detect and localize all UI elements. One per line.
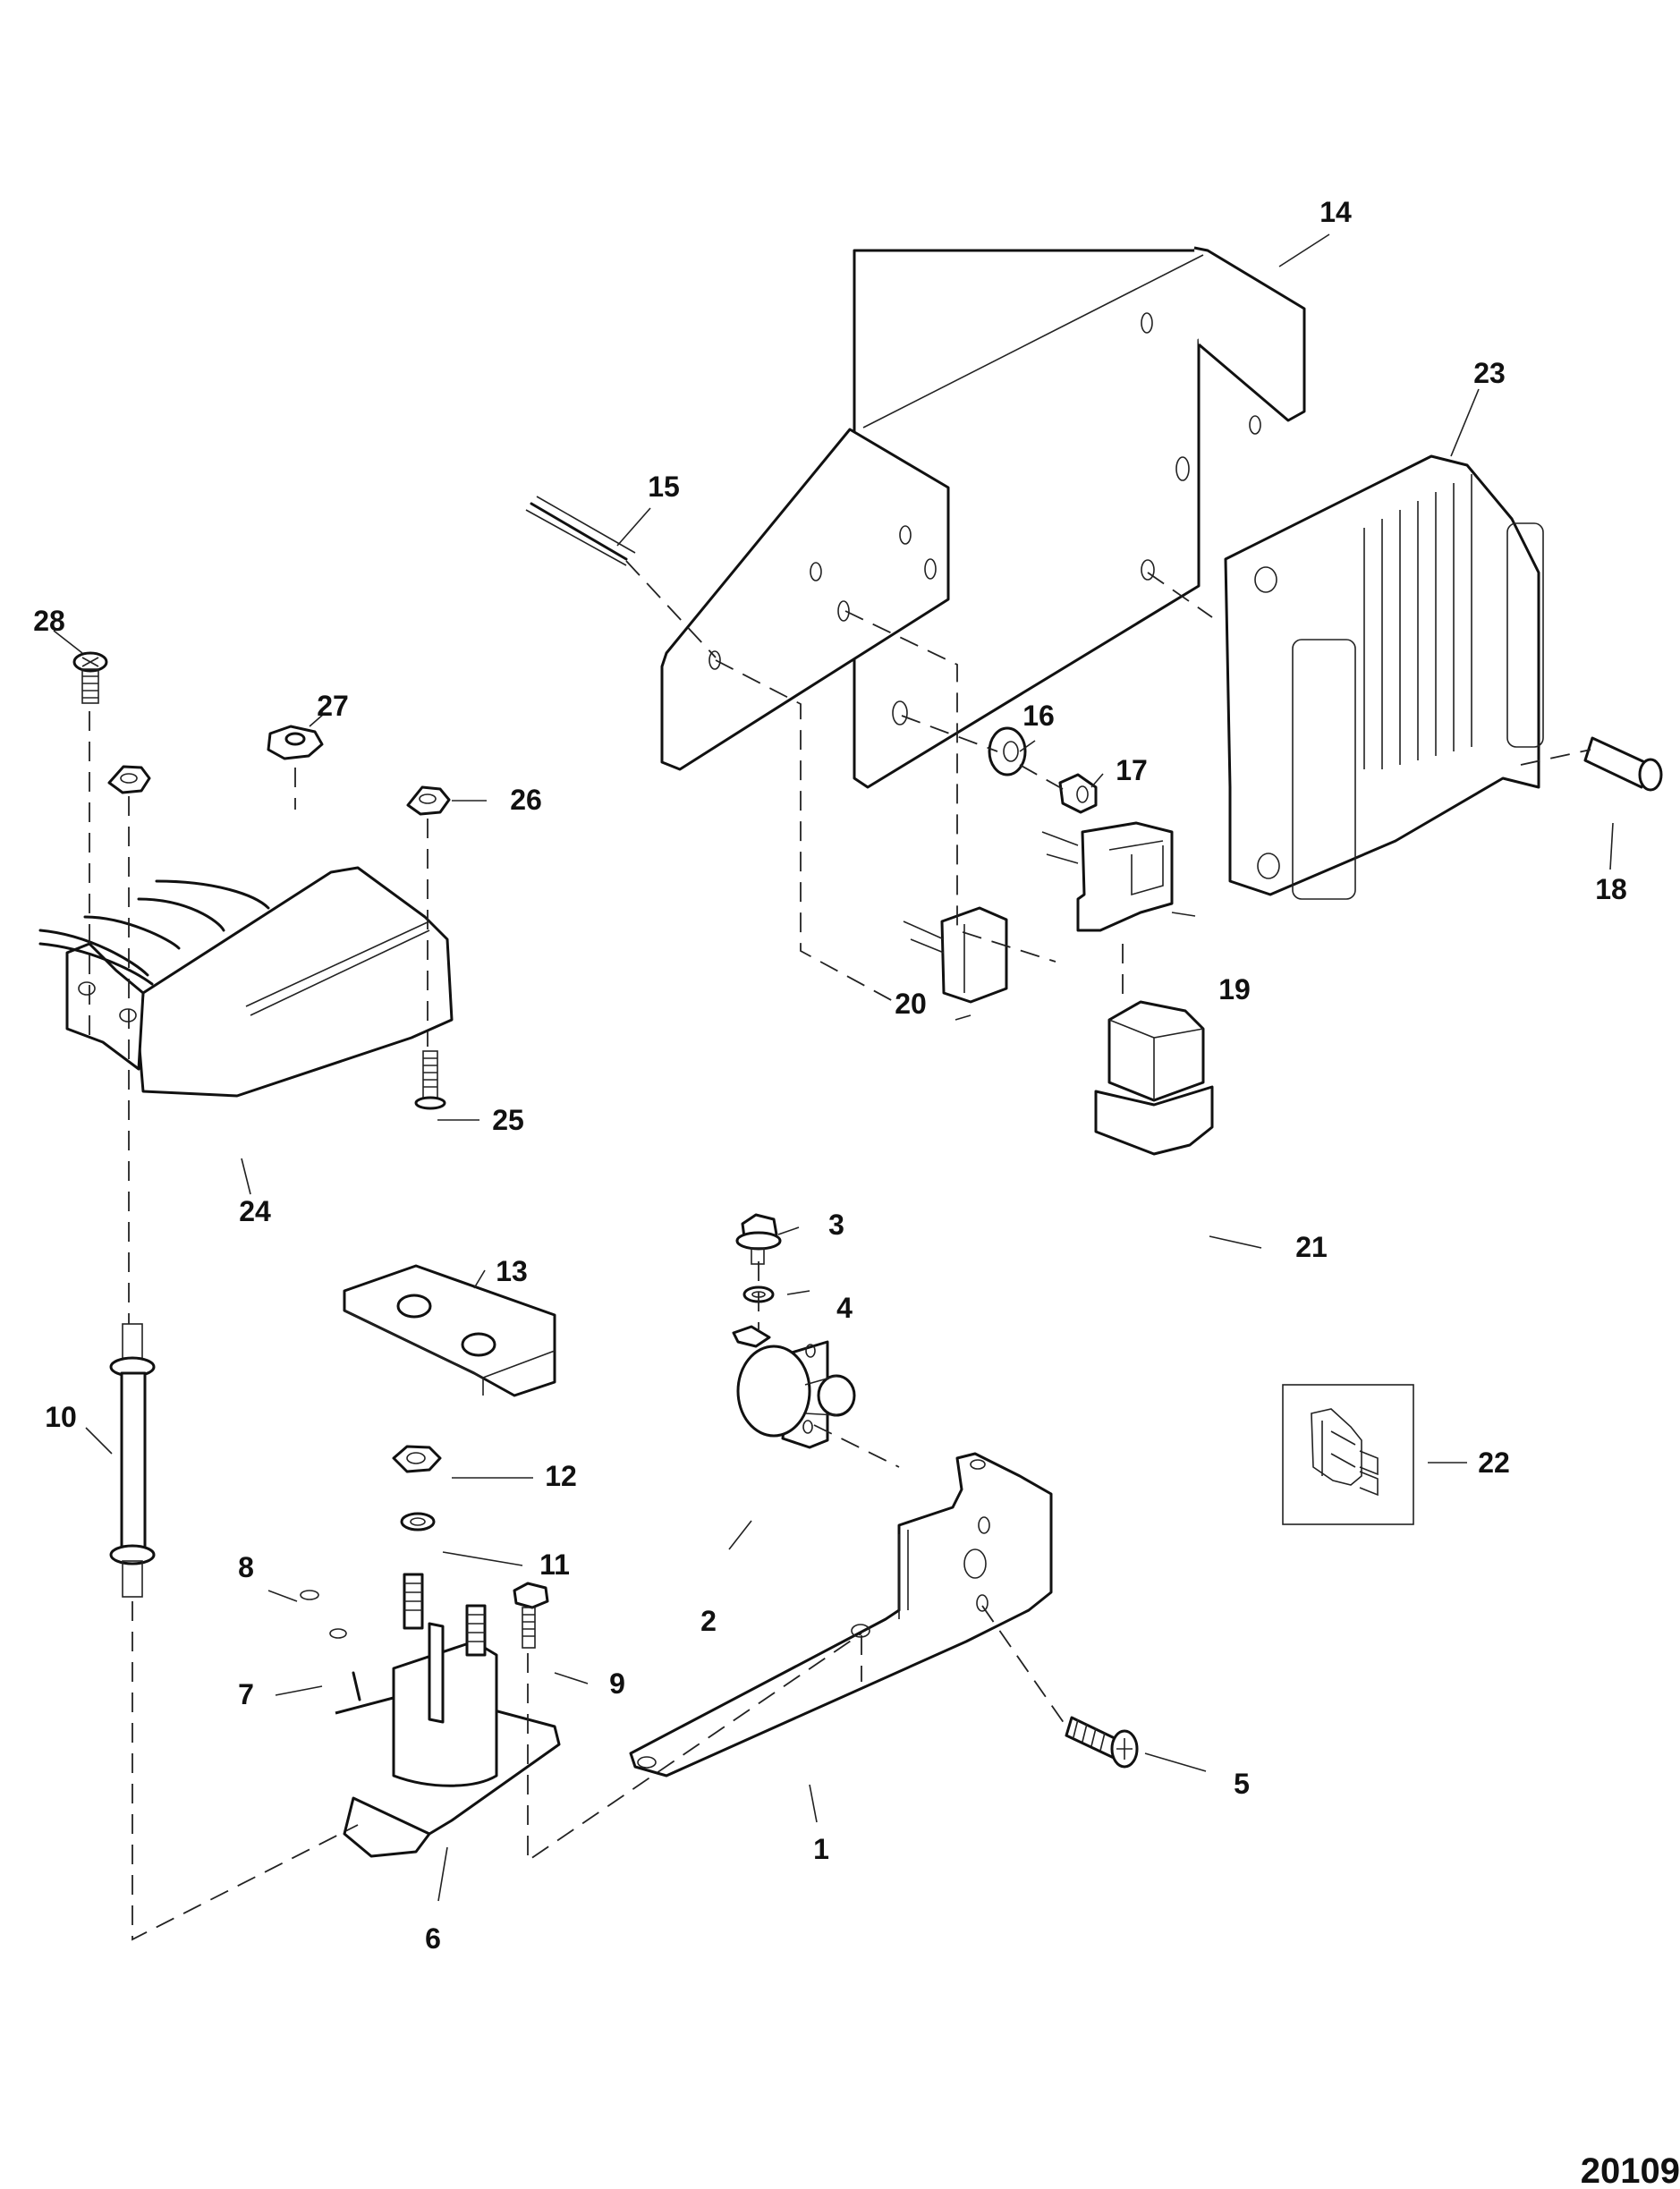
part-11-lock-washer[interactable] [400,1512,436,1531]
callout-13[interactable]: 13 [496,1255,528,1287]
callout-20[interactable]: 20 [895,988,927,1020]
callout-21[interactable]: 21 [1295,1231,1328,1263]
part-15-stud[interactable] [525,496,636,566]
callout-15[interactable]: 15 [648,471,680,503]
callout-9[interactable]: 9 [609,1667,625,1700]
callout-5[interactable]: 5 [1234,1768,1250,1800]
part-16-washer[interactable] [988,726,1027,776]
part-27-nut[interactable] [267,725,324,760]
part-9-bolt[interactable] [513,1582,549,1649]
callout-6[interactable]: 6 [425,1922,441,1955]
callout-1[interactable]: 1 [813,1833,829,1865]
part-12-nut[interactable] [392,1445,442,1473]
leader-lines [53,233,1614,1902]
callout-23[interactable]: 23 [1473,357,1506,389]
part-22-fuse[interactable] [1282,1384,1414,1525]
callout-28[interactable]: 28 [33,605,65,637]
callout-12[interactable]: 12 [545,1460,577,1492]
part-5-screw[interactable] [1065,1716,1139,1769]
part-19-relay-connector[interactable] [1041,821,1174,932]
part-21-relay[interactable] [1094,1000,1214,1156]
part-10-stud[interactable] [109,1323,156,1598]
part-25-screw[interactable] [414,1050,446,1110]
callout-14[interactable]: 14 [1319,196,1352,228]
nut-regulator-left [107,765,151,794]
part-6-starter-solenoid[interactable] [335,1573,561,1858]
part-17-nut[interactable] [1058,773,1098,814]
callout-10[interactable]: 10 [45,1401,77,1433]
callout-18[interactable]: 18 [1595,873,1627,905]
part-23-ecm-module[interactable] [1224,454,1544,900]
assembly-lines [89,560,1591,1941]
callout-19[interactable]: 19 [1218,973,1251,1005]
part-24-voltage-regulator[interactable] [38,866,454,1098]
callout-8[interactable]: 8 [238,1551,254,1583]
part-14-ecm-bracket[interactable] [660,246,1306,789]
callout-labels: 1 2 3 4 5 6 7 8 9 10 11 12 13 14 15 16 1… [33,196,1627,1955]
part-1-mounting-bracket[interactable] [629,1452,1053,1778]
callout-25[interactable]: 25 [492,1104,524,1136]
part-2-circuit-breaker[interactable] [732,1325,856,1449]
part-13-terminal-cover[interactable] [343,1264,556,1397]
callout-16[interactable]: 16 [1022,700,1055,732]
callout-17[interactable]: 17 [1116,754,1148,786]
part-3-flange-bolt[interactable] [735,1213,782,1265]
callout-24[interactable]: 24 [239,1195,271,1227]
callout-11[interactable]: 11 [539,1548,570,1581]
part-28-screw[interactable] [72,651,108,704]
callout-2[interactable]: 2 [700,1605,717,1637]
callout-26[interactable]: 26 [510,784,542,816]
part-7-small-nut[interactable] [329,1628,347,1639]
callout-4[interactable]: 4 [836,1292,853,1324]
callout-7[interactable]: 7 [238,1678,254,1710]
callout-22[interactable]: 22 [1478,1447,1510,1479]
figure-number: 20109 [1581,2151,1680,2189]
part-26-nut[interactable] [406,785,451,816]
part-18-screw[interactable] [1583,736,1663,792]
part-8-small-washer[interactable] [300,1590,319,1600]
part-20-connector[interactable] [903,906,1008,1004]
callout-27[interactable]: 27 [317,690,349,722]
callout-3[interactable]: 3 [828,1209,844,1241]
